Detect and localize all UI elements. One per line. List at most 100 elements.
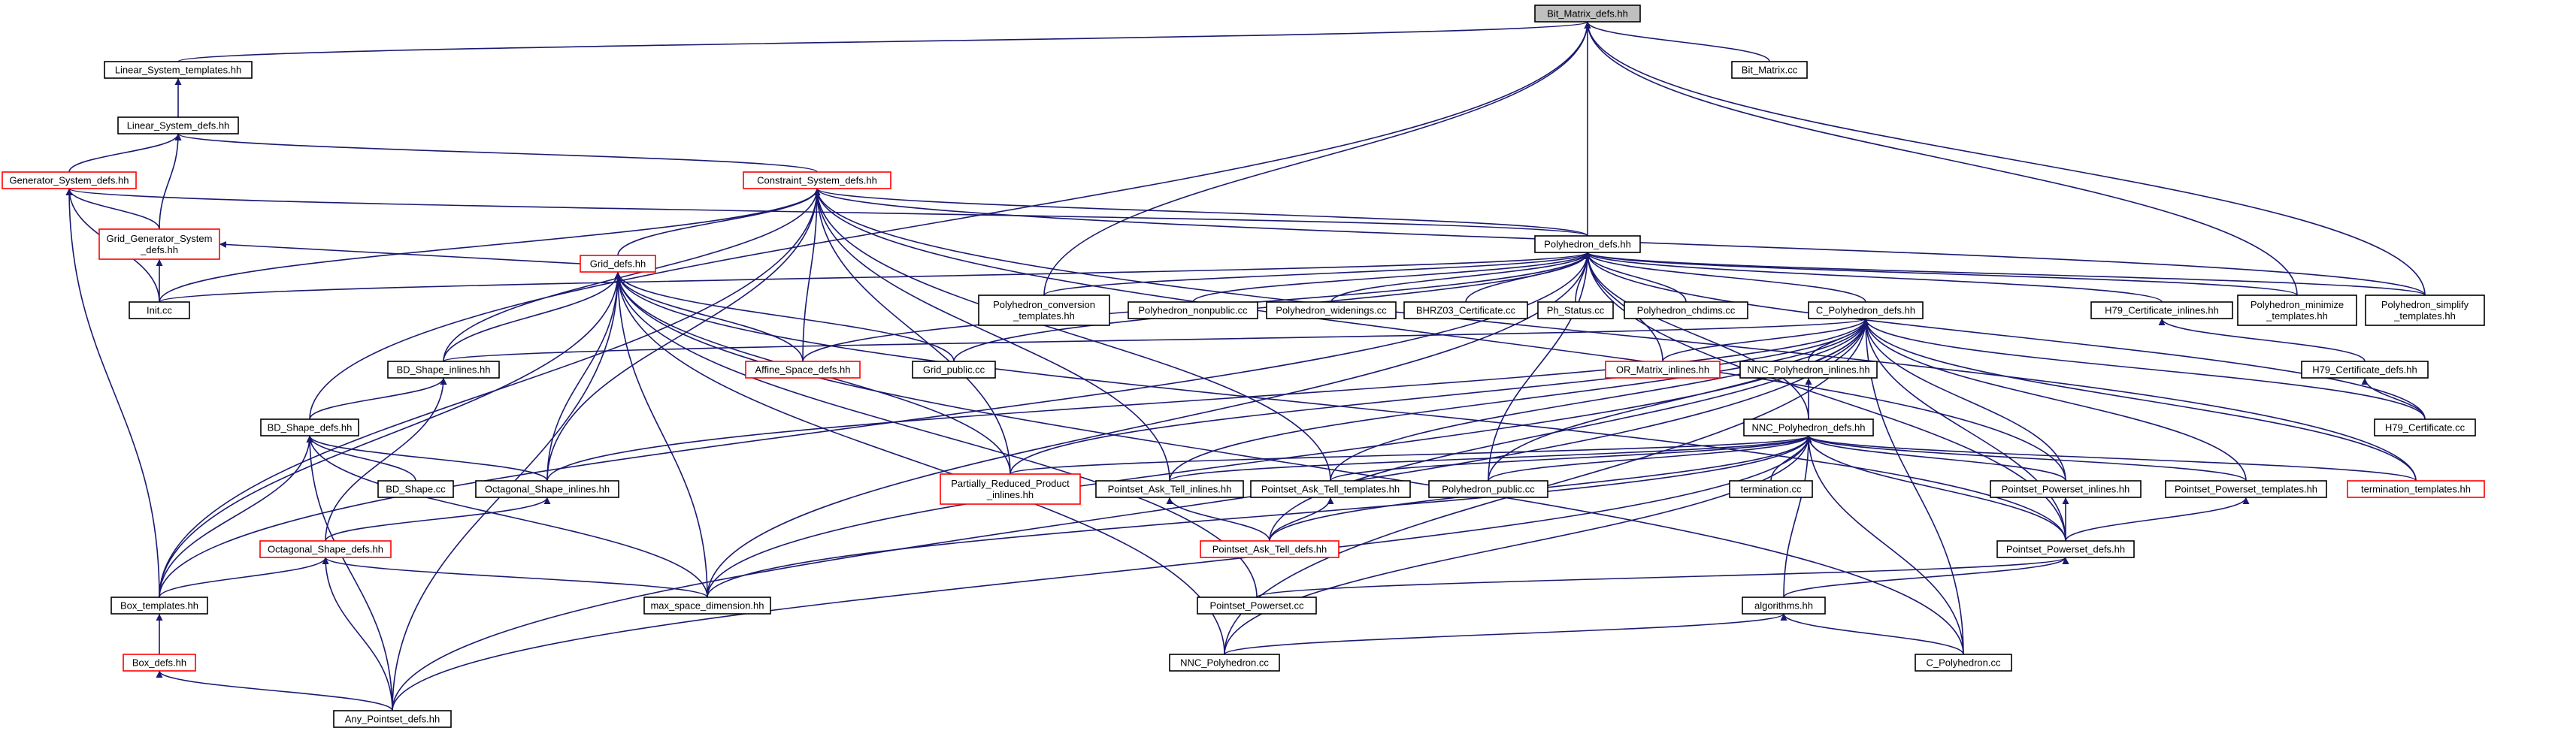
file-node-box[interactable] [387, 361, 500, 379]
file-node-initcc[interactable]: Init.cc [129, 301, 190, 319]
file-node-box[interactable] [104, 61, 253, 79]
file-node-nncd[interactable]: NNC_Polyhedron_defs.hh [1743, 418, 1874, 436]
file-node-bhrz[interactable]: BHRZ03_Certificate.cc [1403, 301, 1528, 319]
file-node-apd[interactable]: Any_Pointset_defs.hh [333, 710, 452, 728]
file-node-grid[interactable]: Grid_defs.hh [580, 255, 656, 273]
file-node-algo[interactable]: algorithms.hh [1742, 597, 1826, 615]
file-node-boxt[interactable]: Box_templates.hh [110, 597, 208, 615]
file-node-box[interactable] [475, 480, 619, 498]
file-node-osd[interactable]: Octagonal_Shape_defs.hh [259, 540, 392, 558]
file-node-cpcc[interactable]: C_Polyhedron.cc [1915, 654, 2012, 672]
file-node-boxd[interactable]: Box_defs.hh [123, 654, 196, 672]
file-node-msd[interactable]: max_space_dimension.hh [643, 597, 771, 615]
file-node-h79d[interactable]: H79_Certificate_defs.hh [2301, 361, 2429, 379]
file-node-term[interactable]: termination.cc [1729, 480, 1813, 498]
file-node-box[interactable] [1739, 361, 1878, 379]
file-node-phst[interactable]: Ph_Status.cc [1537, 301, 1614, 319]
file-node-phd[interactable]: Polyhedron_defs.hh [1534, 235, 1641, 253]
file-node-box[interactable] [2347, 480, 2485, 498]
file-node-ppi[interactable]: Pointset_Powerset_inlines.hh [1990, 480, 2142, 498]
file-node-box[interactable] [2165, 480, 2327, 498]
file-node-box[interactable] [1605, 361, 1721, 379]
file-node-box[interactable] [2237, 295, 2357, 326]
file-node-box[interactable] [1915, 654, 2012, 672]
file-node-box[interactable] [743, 171, 891, 189]
file-node-ppt[interactable]: Pointset_Powerset_templates.hh [2165, 480, 2327, 498]
file-node-gpc[interactable]: Grid_public.cc [912, 361, 996, 379]
file-node-box[interactable] [1250, 480, 1411, 498]
file-node-box[interactable] [1624, 301, 1748, 319]
file-node-lsd[interactable]: Linear_System_defs.hh [117, 116, 239, 134]
file-node-bit[interactable]: Bit_Matrix_defs.hh [1534, 5, 1641, 23]
file-node-box[interactable] [129, 301, 190, 319]
file-node-box[interactable] [259, 540, 392, 558]
file-node-h79c[interactable]: H79_Certificate.cc [2374, 418, 2476, 436]
file-node-nnci[interactable]: NNC_Polyhedron_inlines.hh [1739, 361, 1878, 379]
file-node-ggs[interactable]: Grid_Generator_System_defs.hh [98, 228, 220, 260]
file-node-patd[interactable]: Pointset_Ask_Tell_defs.hh [1200, 540, 1339, 558]
file-node-csd[interactable]: Constraint_System_defs.hh [743, 171, 891, 189]
file-node-box[interactable] [643, 597, 771, 615]
file-node-pati[interactable]: Pointset_Ask_Tell_inlines.hh [1095, 480, 1244, 498]
file-node-box[interactable] [1742, 597, 1826, 615]
file-node-termt[interactable]: termination_templates.hh [2347, 480, 2485, 498]
file-node-box[interactable] [1534, 5, 1641, 23]
file-node-box[interactable] [745, 361, 861, 379]
file-node-box[interactable] [117, 116, 239, 134]
file-node-box[interactable] [1990, 480, 2142, 498]
file-node-cpd[interactable]: C_Polyhedron_defs.hh [1808, 301, 1924, 319]
file-node-bdsd[interactable]: BD_Shape_defs.hh [260, 418, 359, 436]
file-node-box[interactable] [2301, 361, 2429, 379]
file-node-box[interactable] [2, 171, 137, 189]
file-node-box[interactable] [1095, 480, 1244, 498]
file-node-box[interactable] [1534, 235, 1641, 253]
file-node-box[interactable] [2365, 295, 2485, 326]
file-node-ormi[interactable]: OR_Matrix_inlines.hh [1605, 361, 1721, 379]
file-node-box[interactable] [1996, 540, 2135, 558]
file-node-bdsi[interactable]: BD_Shape_inlines.hh [387, 361, 500, 379]
file-node-box[interactable] [912, 361, 996, 379]
file-node-box[interactable] [1729, 480, 1813, 498]
file-node-patt[interactable]: Pointset_Ask_Tell_templates.hh [1250, 480, 1411, 498]
file-node-box[interactable] [1808, 301, 1924, 319]
file-node-pnp[interactable]: Polyhedron_nonpublic.cc [1128, 301, 1258, 319]
file-node-box[interactable] [1428, 480, 1548, 498]
file-node-osi[interactable]: Octagonal_Shape_inlines.hh [475, 480, 619, 498]
file-node-pwd[interactable]: Polyhedron_widenings.cc [1266, 301, 1397, 319]
file-node-box[interactable] [978, 295, 1110, 326]
file-node-box[interactable] [333, 710, 452, 728]
file-node-box[interactable] [1197, 597, 1317, 615]
file-node-ppcc[interactable]: Pointset_Powerset.cc [1197, 597, 1317, 615]
file-node-bdscc[interactable]: BD_Shape.cc [377, 480, 454, 498]
file-node-box[interactable] [940, 473, 1081, 505]
file-node-ppub[interactable]: Polyhedron_public.cc [1428, 480, 1548, 498]
file-node-box[interactable] [110, 597, 208, 615]
file-node-box[interactable] [1403, 301, 1528, 319]
file-node-gsd[interactable]: Generator_System_defs.hh [2, 171, 137, 189]
file-node-pct[interactable]: Polyhedron_conversion_templates.hh [978, 295, 1110, 326]
file-node-box[interactable] [1537, 301, 1614, 319]
file-node-box[interactable] [1200, 540, 1339, 558]
file-node-pmt[interactable]: Polyhedron_minimize_templates.hh [2237, 295, 2357, 326]
file-node-pst[interactable]: Polyhedron_simplify_templates.hh [2365, 295, 2485, 326]
file-node-h79i[interactable]: H79_Certificate_inlines.hh [2090, 301, 2233, 319]
file-node-nnccc[interactable]: NNC_Polyhedron.cc [1169, 654, 1280, 672]
file-node-prpi[interactable]: Partially_Reduced_Product_inlines.hh [940, 473, 1081, 505]
file-node-box[interactable] [377, 480, 454, 498]
file-node-pcd[interactable]: Polyhedron_chdims.cc [1624, 301, 1748, 319]
file-node-box[interactable] [1169, 654, 1280, 672]
file-node-lst[interactable]: Linear_System_templates.hh [104, 61, 253, 79]
file-node-bitcc[interactable]: Bit_Matrix.cc [1731, 61, 1808, 79]
file-node-box[interactable] [2090, 301, 2233, 319]
file-node-box[interactable] [2374, 418, 2476, 436]
file-node-box[interactable] [98, 228, 220, 260]
file-node-box[interactable] [580, 255, 656, 273]
file-node-asd[interactable]: Affine_Space_defs.hh [745, 361, 861, 379]
file-node-box[interactable] [1743, 418, 1874, 436]
file-node-box[interactable] [123, 654, 196, 672]
file-node-box[interactable] [1731, 61, 1808, 79]
file-node-box[interactable] [260, 418, 359, 436]
file-node-box[interactable] [1266, 301, 1397, 319]
file-node-box[interactable] [1128, 301, 1258, 319]
file-node-ppd[interactable]: Pointset_Powerset_defs.hh [1996, 540, 2135, 558]
